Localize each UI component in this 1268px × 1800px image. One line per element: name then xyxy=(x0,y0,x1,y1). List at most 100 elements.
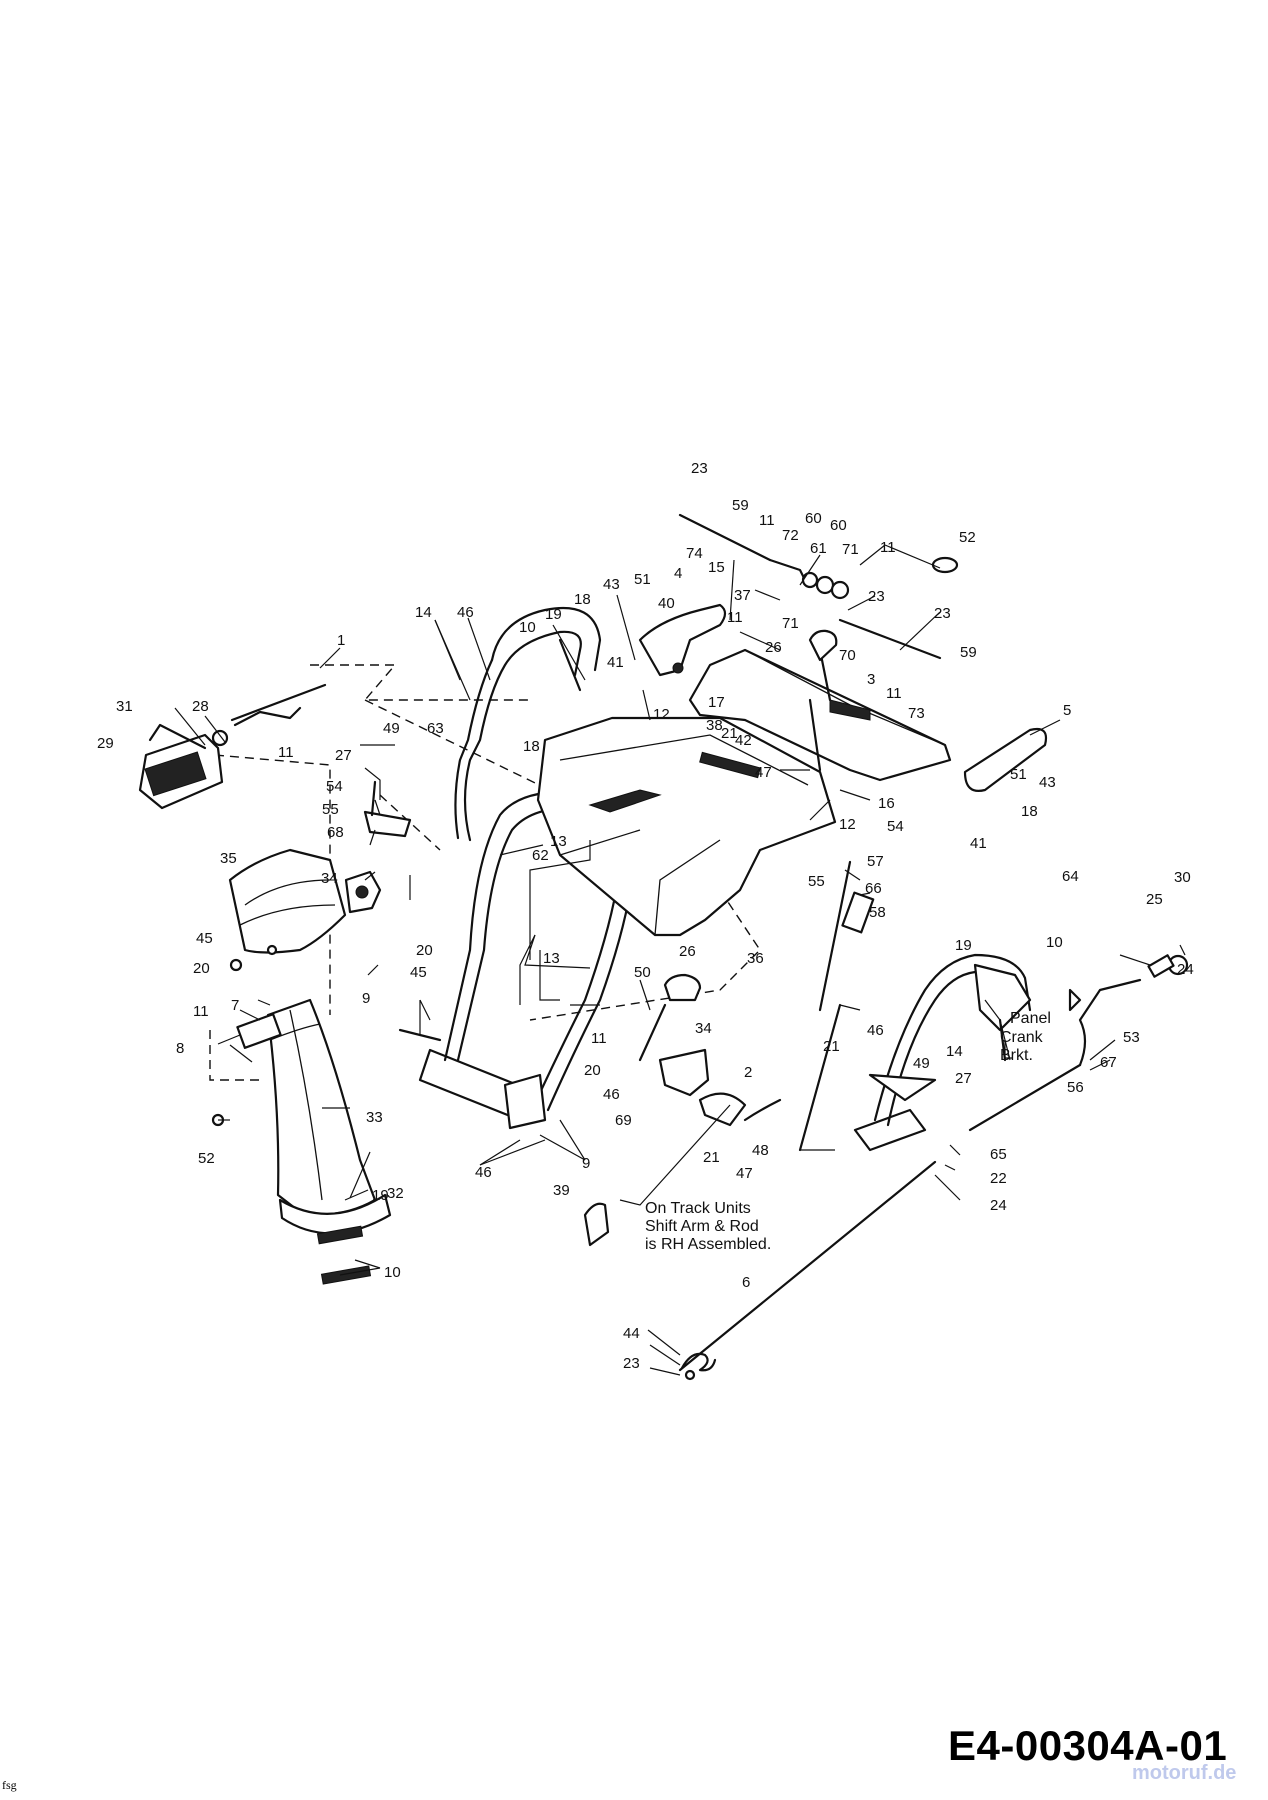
label-34b: 34 xyxy=(695,1020,712,1037)
label-19a: 19 xyxy=(545,606,562,623)
leader-lines xyxy=(174,544,1186,1376)
label-48: 48 xyxy=(752,1142,769,1159)
discharge-chute xyxy=(211,998,392,1285)
label-30: 30 xyxy=(1174,869,1191,886)
shift-rod-long xyxy=(968,954,1189,1132)
label-34a: 34 xyxy=(321,870,338,887)
label-36: 36 xyxy=(747,950,764,967)
label-38: 38 xyxy=(706,717,723,734)
label-60b: 60 xyxy=(830,517,847,534)
label-61: 61 xyxy=(810,540,827,557)
label-41b: 41 xyxy=(970,835,987,852)
label-70: 70 xyxy=(839,647,856,664)
upper-handle-right xyxy=(853,953,1032,1152)
label-49b: 49 xyxy=(913,1055,930,1072)
label-68: 68 xyxy=(327,824,344,841)
part-drawings xyxy=(138,513,1189,1381)
label-11a: 11 xyxy=(278,744,294,761)
label-24a: 24 xyxy=(1177,961,1194,978)
label-55a: 55 xyxy=(322,801,339,818)
label-42: 42 xyxy=(735,732,752,749)
assembly-guide-lines xyxy=(209,664,761,1081)
label-17: 17 xyxy=(708,694,725,711)
label-47b: 47 xyxy=(736,1165,753,1182)
label-23b: 23 xyxy=(868,588,885,605)
label-33: 33 xyxy=(366,1109,383,1126)
label-56: 56 xyxy=(1067,1079,1084,1096)
label-9b: 9 xyxy=(582,1155,590,1172)
label-22: 22 xyxy=(990,1170,1007,1187)
label-45a: 45 xyxy=(196,930,213,947)
label-11b: 11 xyxy=(759,512,775,529)
label-40: 40 xyxy=(658,595,675,612)
label-12b: 12 xyxy=(839,816,856,833)
label-71a: 71 xyxy=(842,541,859,558)
label-27a: 27 xyxy=(335,747,352,764)
label-59a: 59 xyxy=(732,497,749,514)
cable-assembly xyxy=(698,1092,782,1127)
label-57: 57 xyxy=(867,853,884,870)
label-46b: 46 xyxy=(867,1022,884,1039)
note-track-3: is RH Assembled. xyxy=(645,1236,771,1253)
label-63: 63 xyxy=(427,720,444,737)
label-74: 74 xyxy=(686,545,703,562)
label-46d: 46 xyxy=(475,1164,492,1181)
label-29: 29 xyxy=(97,735,114,752)
label-11e: 11 xyxy=(886,685,902,702)
label-11f: 11 xyxy=(193,1003,209,1020)
label-58: 58 xyxy=(869,904,886,921)
label-10c: 10 xyxy=(384,1264,401,1281)
label-32: 32 xyxy=(387,1185,404,1202)
label-28: 28 xyxy=(192,698,209,715)
label-9a: 9 xyxy=(362,990,370,1007)
watermark: motoruf.de xyxy=(1132,1762,1237,1784)
label-52b: 52 xyxy=(198,1150,215,1167)
label-19b: 19 xyxy=(955,937,972,954)
diagram-code: E4-00304A-01 xyxy=(948,1722,1228,1769)
label-26b: 26 xyxy=(679,943,696,960)
bracket-39 xyxy=(583,1202,610,1247)
headlight-assembly xyxy=(138,683,327,810)
label-13b: 13 xyxy=(543,950,560,967)
label-35: 35 xyxy=(220,850,237,867)
label-14b: 14 xyxy=(946,1043,963,1060)
label-24b: 24 xyxy=(990,1197,1007,1214)
part-number-labels: 1 2 3 4 5 6 7 8 9 9 9 10 10 10 11 11 11 … xyxy=(97,460,1194,1372)
label-11c: 11 xyxy=(727,609,743,626)
label-18b: 18 xyxy=(523,738,540,755)
auger-rod xyxy=(678,1160,937,1381)
note-track-1: On Track Units xyxy=(645,1200,751,1217)
label-20a: 20 xyxy=(416,942,433,959)
label-19c: 19 xyxy=(372,1187,389,1204)
label-39: 39 xyxy=(553,1182,570,1199)
label-47a: 47 xyxy=(755,764,772,781)
label-37: 37 xyxy=(734,587,751,604)
label-16: 16 xyxy=(878,795,895,812)
label-12a: 12 xyxy=(653,706,670,723)
shift-rod-top xyxy=(678,513,959,660)
label-71b: 71 xyxy=(782,615,799,632)
label-8: 8 xyxy=(176,1040,184,1057)
label-7: 7 xyxy=(231,997,239,1014)
chute-deflector xyxy=(228,848,347,972)
label-23a: 23 xyxy=(691,460,708,477)
chute-bracket xyxy=(344,780,412,914)
handle-bracket-top xyxy=(638,603,727,677)
label-69: 69 xyxy=(615,1112,632,1129)
label-43a: 43 xyxy=(603,576,620,593)
label-11g: 11 xyxy=(591,1030,607,1047)
label-25: 25 xyxy=(1146,891,1163,908)
label-23d: 23 xyxy=(623,1355,640,1372)
label-54b: 54 xyxy=(887,818,904,835)
label-73: 73 xyxy=(908,705,925,722)
label-65: 65 xyxy=(990,1146,1007,1163)
shift-rod-vertical xyxy=(798,860,875,1152)
label-6: 6 xyxy=(742,1274,750,1291)
knob-26 xyxy=(638,973,702,1062)
label-59b: 59 xyxy=(960,644,977,661)
label-54a: 54 xyxy=(326,778,343,795)
label-21c: 21 xyxy=(703,1149,720,1166)
label-26a: 26 xyxy=(765,639,782,656)
note-panel-crank-2: Crank xyxy=(1000,1029,1044,1046)
note-panel-crank-3: Brkt. xyxy=(1000,1047,1033,1064)
